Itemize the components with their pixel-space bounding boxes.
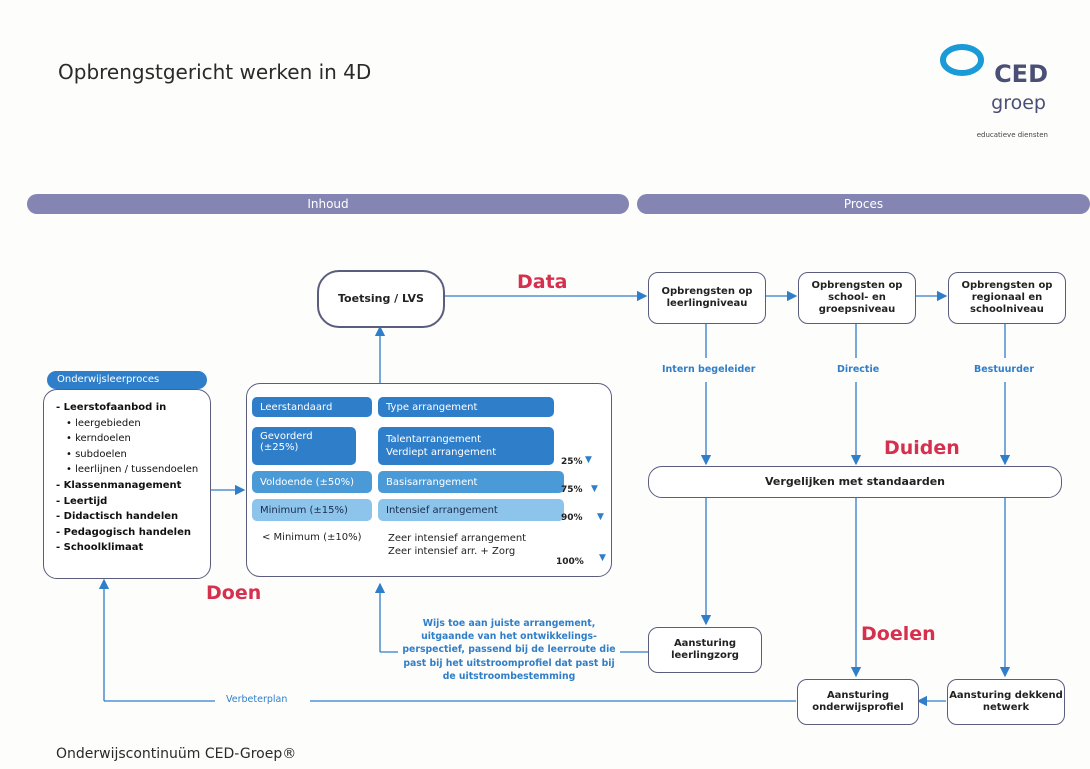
onderwijsleerproces-header: Onderwijsleerproces [47,371,207,389]
label-doen: Doen [206,582,262,604]
table-row-standard: Voldoende (±50%) [252,471,372,493]
arrangement-line: Talentarrangement [386,434,482,445]
table-row-pct: 25% [561,457,583,467]
table-header-leerstandaard: Leerstandaard [252,397,372,417]
list-item: leerlijnen / tussendoelen [56,462,198,478]
list-item: leergebieden [56,416,198,432]
opbrengsten-regionaal-box: Opbrengsten op regionaal en schoolniveau [948,272,1066,324]
verbeterplan-label: Verbeterplan [226,694,288,705]
opbrengsten-leerling-box: Opbrengsten op leerlingniveau [648,272,766,324]
list-item: subdoelen [56,447,198,463]
role-intern-begeleider: Intern begeleider [662,364,756,375]
page-title: Opbrengstgericht werken in 4D [58,60,372,84]
table-row-standard: Gevorderd (±25%) [252,427,356,465]
logo-name: CED [994,60,1048,88]
toetsing-lvs-box: Toetsing / LVS [317,270,445,328]
aansturing-leerlingzorg-box: Aansturing leerlingzorg [648,627,762,673]
vergelijken-box: Vergelijken met standaarden [648,466,1062,498]
label-doelen: Doelen [861,623,936,645]
list-item: Klassenmanagement [56,478,198,494]
wijs-toe-text: Wijs toe aan juiste arrangement, uitgaan… [402,618,616,682]
down-arrow-icon: ▼ [597,512,604,522]
table-row-pct: 75% [561,485,583,495]
aansturing-onderwijsprofiel-box: Aansturing onderwijsprofiel [797,679,919,725]
label-duiden: Duiden [884,437,960,459]
footer-text: Onderwijscontinuüm CED-Groep® [56,746,297,762]
arrangement-line: Zeer intensief arr. + Zorg [388,546,516,557]
header-proces: Proces [637,194,1090,214]
arrangement-line: Zeer intensief arrangement [388,533,527,544]
aansturing-netwerk-box: Aansturing dekkend netwerk [947,679,1065,725]
logo-sub: groep [991,92,1046,114]
list-item: Schoolklimaat [56,540,198,556]
list-item: kerndoelen [56,431,198,447]
onderwijsleerproces-list: Leerstofaanbod in leergebieden kerndoele… [56,400,199,556]
opbrengsten-school-box: Opbrengsten op school- en groepsniveau [798,272,916,324]
label-data: Data [517,271,568,293]
table-row-arrangement: Zeer intensief arrangement Zeer intensie… [388,532,526,558]
table-row-arrangement: Basisarrangement [378,471,564,493]
table-row-pct: 90% [561,513,583,523]
down-arrow-icon: ▼ [585,455,592,465]
logo-tagline: educatieve diensten [976,131,1048,139]
list-item: Didactisch handelen [56,509,198,525]
down-arrow-icon: ▼ [591,484,598,494]
table-row-arrangement: Intensief arrangement [378,499,564,521]
list-item: Pedagogisch handelen [56,525,198,541]
table-header-arrangement: Type arrangement [378,397,554,417]
arrangement-line: Verdiept arrangement [386,447,497,458]
header-inhoud: Inhoud [27,194,629,214]
onderwijsleerproces-box: Leerstofaanbod in leergebieden kerndoele… [43,389,211,579]
list-item: Leerstofaanbod in [56,400,198,416]
table-row-arrangement: Talentarrangement Verdiept arrangement [378,427,554,465]
ced-logo-icon [940,44,984,76]
table-row-standard: Minimum (±15%) [252,499,372,521]
list-item: Leertijd [56,494,198,510]
down-arrow-icon: ▼ [599,553,606,563]
table-row-standard: < Minimum (±10%) [262,532,362,543]
role-bestuurder: Bestuurder [974,364,1035,375]
table-row-pct: 100% [556,557,584,567]
role-directie: Directie [837,364,880,375]
